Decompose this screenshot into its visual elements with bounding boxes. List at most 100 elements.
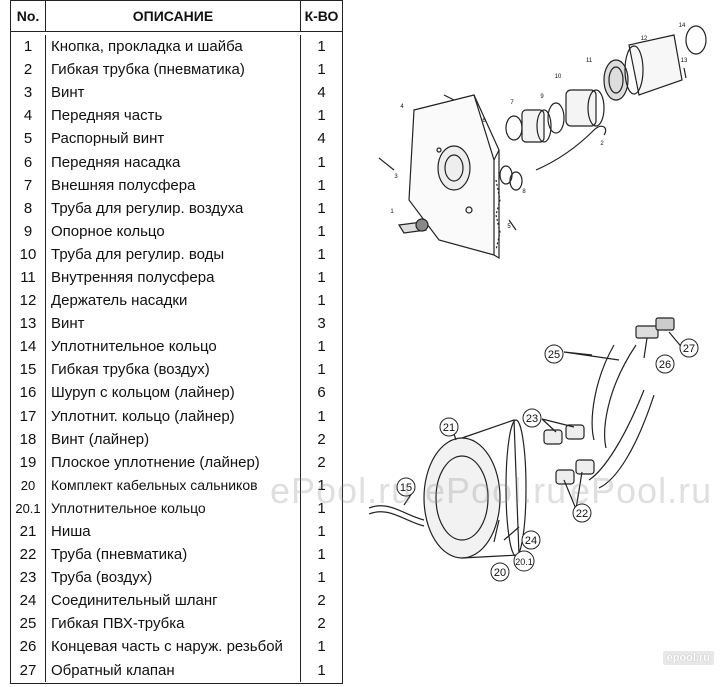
row-description: Труба (воздух): [46, 566, 301, 590]
row-quantity: 1: [317, 523, 326, 541]
label-7: 7: [510, 100, 514, 106]
label-25: 25: [548, 349, 560, 361]
row-number: 14: [11, 335, 46, 359]
row-description: Плоское уплотнение (лайнер): [46, 450, 301, 474]
label-24: 24: [525, 535, 537, 547]
row-quantity: 1: [317, 199, 326, 217]
row-number: 6: [11, 150, 46, 174]
row-quantity: 6: [317, 384, 326, 402]
label-20: 20: [494, 567, 506, 579]
row-description: Распорный винт: [46, 127, 301, 151]
label-6: 6: [482, 118, 486, 124]
label-14: 14: [679, 23, 686, 29]
row-number: 27: [11, 658, 46, 682]
row-number: 15: [11, 358, 46, 382]
row-quantity: 1: [317, 176, 326, 194]
row-number: 1: [11, 35, 46, 59]
row-description: Винт: [46, 312, 301, 336]
row-number: 11: [11, 265, 46, 290]
label-8: 8: [522, 189, 526, 195]
row-quantity: 1: [317, 569, 326, 587]
label-4: 4: [400, 104, 404, 110]
header-description: ОПИСАНИЕ: [46, 1, 301, 31]
row-number: 7: [11, 173, 46, 197]
row-description: Ниша: [46, 519, 301, 544]
row-description: Гибкая трубка (воздух): [46, 358, 301, 382]
label-12: 12: [641, 36, 648, 42]
header-qty: К-ВО: [304, 8, 339, 24]
row-quantity: 1: [317, 476, 326, 494]
row-quantity: 4: [317, 130, 326, 148]
row-description: Винт: [46, 81, 301, 105]
header-no: No.: [11, 1, 46, 31]
row-description: Соединительный шланг: [46, 589, 301, 613]
row-number: 2: [11, 58, 46, 82]
label-13: 13: [681, 58, 688, 64]
row-number: 16: [11, 381, 46, 405]
label-2: 2: [600, 141, 604, 147]
row-number: 20.1: [11, 496, 46, 520]
row-quantity: 1: [317, 338, 326, 356]
label-9: 9: [540, 94, 544, 100]
label-27: 27: [683, 343, 695, 355]
label-15: 15: [400, 482, 412, 494]
row-quantity: 1: [317, 292, 326, 310]
row-quantity: 1: [317, 153, 326, 171]
row-description: Труба (пневматика): [46, 543, 301, 567]
row-quantity: 4: [317, 84, 326, 102]
label-21: 21: [443, 422, 455, 434]
row-number: 12: [11, 289, 46, 313]
row-description: Держатель насадки: [46, 289, 301, 313]
row-description: Труба для регулир. воздуха: [46, 196, 301, 220]
row-number: 21: [11, 519, 46, 544]
row-description: Гибкая трубка (пневматика): [46, 58, 301, 82]
row-number: 10: [11, 242, 46, 266]
row-quantity: 1: [317, 499, 326, 517]
label-26: 26: [659, 359, 671, 371]
row-description: Внешняя полусфера: [46, 173, 301, 197]
row-number: 13: [11, 312, 46, 336]
label-23: 23: [526, 413, 538, 425]
row-description: Обратный клапан: [46, 658, 301, 682]
label-20-1: 20.1: [515, 557, 533, 567]
row-number: 17: [11, 404, 46, 428]
row-quantity: 2: [317, 615, 326, 633]
row-description: Внутренняя полусфера: [46, 265, 301, 290]
row-quantity: 1: [317, 268, 326, 286]
row-number: 19: [11, 450, 46, 474]
row-quantity: 1: [317, 361, 326, 379]
row-description: Комплект кабельных сальников: [46, 473, 301, 497]
row-description: Кнопка, прокладка и шайба: [46, 35, 301, 59]
row-number: 24: [11, 589, 46, 613]
row-description: Передняя часть: [46, 104, 301, 128]
table-header: No. ОПИСАНИЕ К-ВО: [11, 1, 342, 32]
row-quantity: 1: [317, 661, 326, 679]
row-quantity: 2: [317, 592, 326, 610]
row-description: Гибкая ПВХ-трубка: [46, 612, 301, 636]
row-description: Концевая часть с наруж. резьбой: [46, 635, 301, 659]
row-description: Уплотнительное кольцо: [46, 335, 301, 359]
row-number: 18: [11, 427, 46, 451]
row-number: 3: [11, 81, 46, 105]
row-number: 4: [11, 104, 46, 128]
row-description: Шуруп с кольцом (лайнер): [46, 381, 301, 405]
